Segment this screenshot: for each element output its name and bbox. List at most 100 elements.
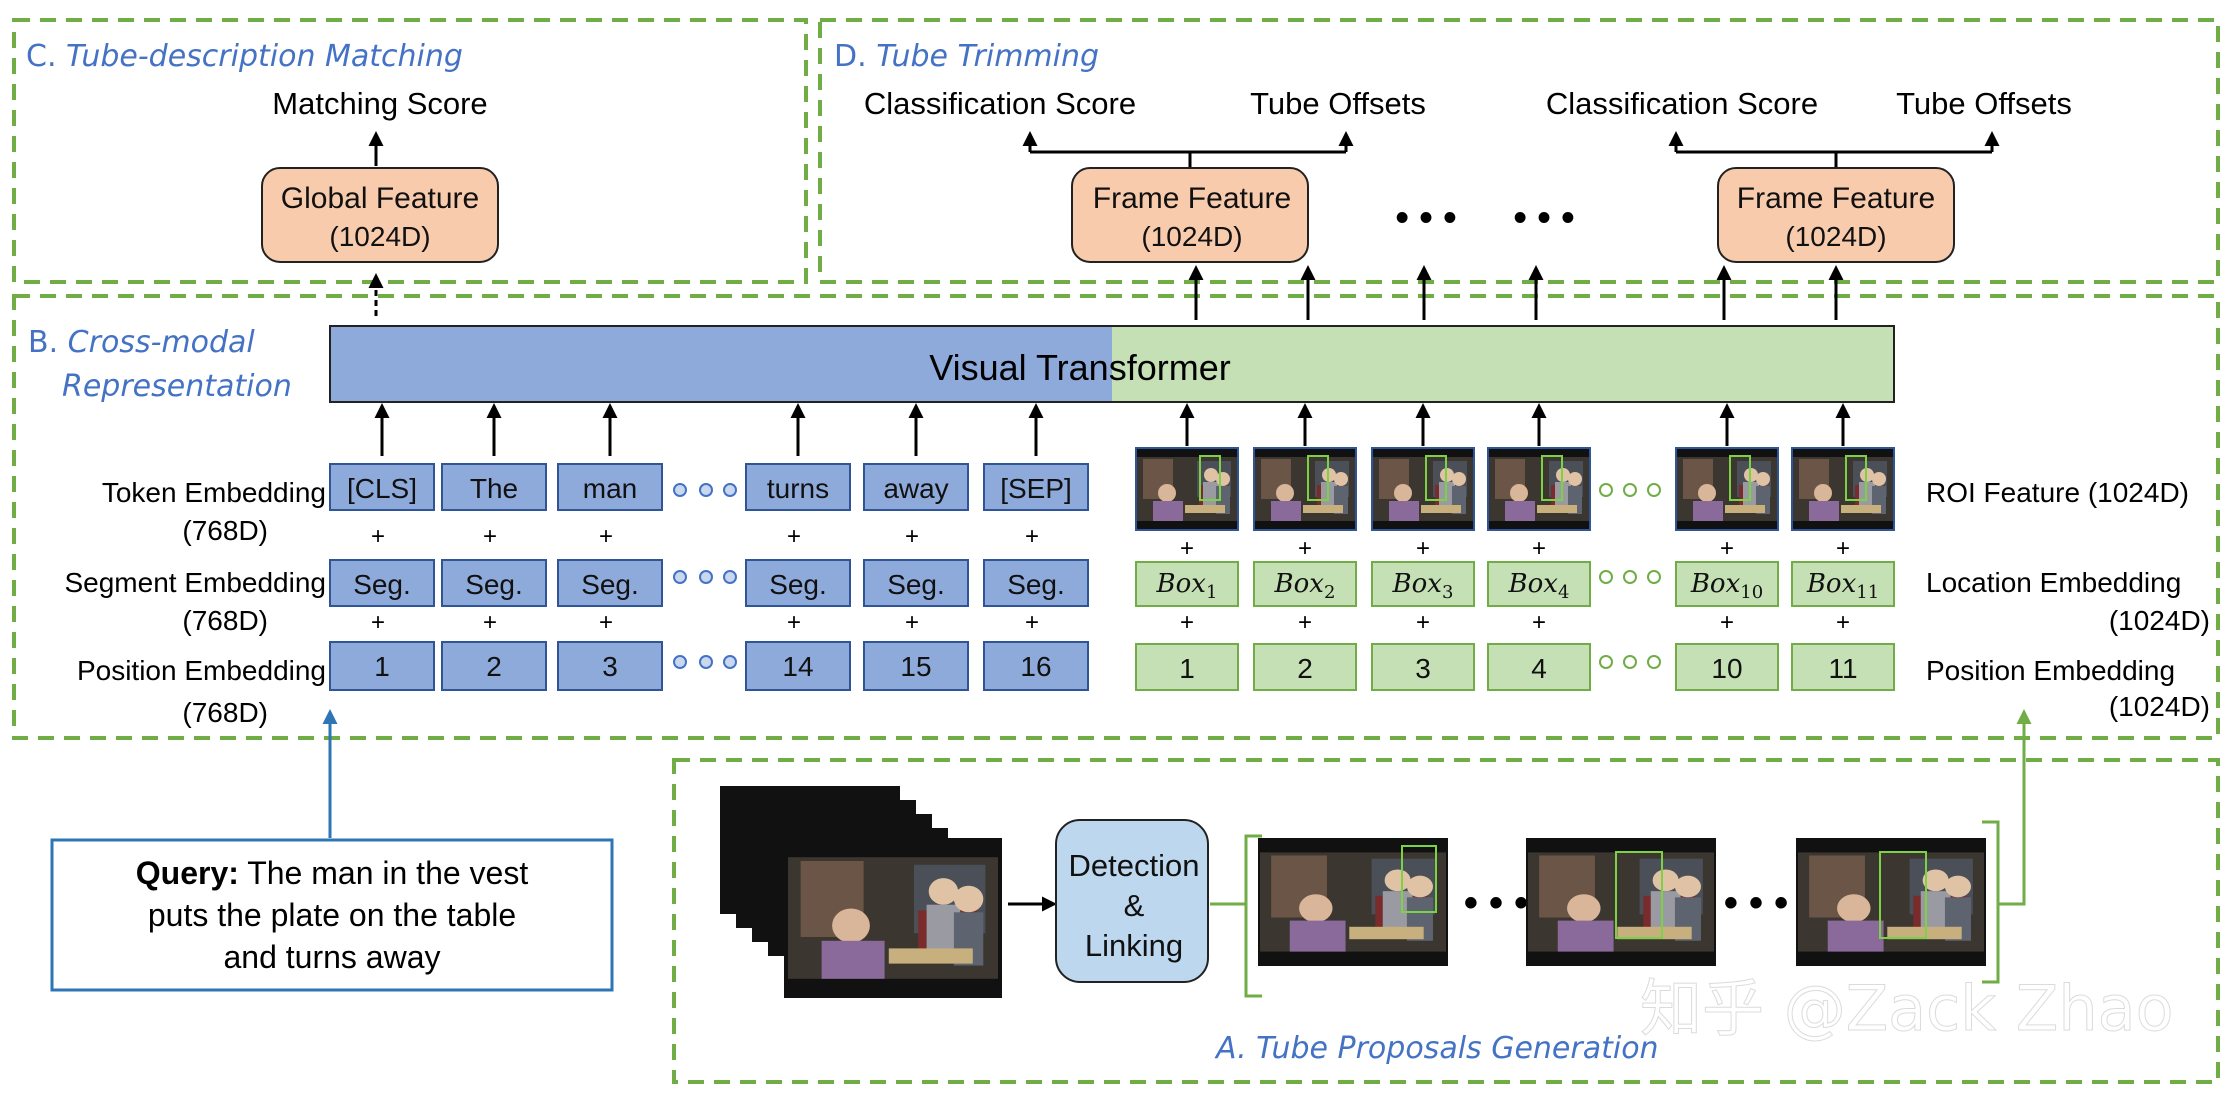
plus-sign: + [1298,535,1312,562]
location-box [1487,561,1591,607]
plus-sign: + [483,523,497,550]
roi-thumbnail [1253,447,1357,531]
position-box [329,641,435,691]
location-embedding-label: Location Embedding [1926,567,2181,598]
plus-sign: + [1180,609,1194,636]
frame-feature-label-2: Frame Feature [1737,182,1935,215]
position-embedding-visual-label: Position Embedding [1926,655,2175,686]
token-embedding-label: Token Embedding [102,477,326,508]
location-label: Box4 [1508,569,1570,603]
plus-sign: + [599,609,613,636]
position-label: 2 [486,651,502,682]
position-box [557,641,663,691]
segment-box [329,559,435,607]
token-box [329,463,435,511]
position-box [1371,643,1475,691]
roi-thumbnail [1371,447,1475,531]
visual-transformer-box [329,325,1895,403]
tube-frame-3 [1796,838,1986,966]
token-box [557,463,663,511]
global-feature-label: Global Feature [281,182,479,215]
token-box [745,463,851,511]
location-box [1675,561,1779,607]
detection-label: Detection [1069,848,1200,883]
segment-label: Seg. [769,569,827,600]
plus-sign: + [1720,535,1734,562]
plus-sign: + [1416,609,1430,636]
video-frames-stack [720,786,1002,998]
location-label: Box11 [1806,569,1879,603]
section-a-title: A. Tube Proposals Generation [1214,1031,1659,1066]
text-token-columns: [CLS]+Seg.+1The+Seg.+2man+Seg.+3turns+Se… [329,403,1089,691]
text-ellipsis-circles [673,483,737,669]
roi-thumbnail [1675,447,1779,531]
section-c-title: C. Tube-description Matching [26,39,463,74]
plus-sign: + [1416,535,1430,562]
ellipsis-d-1: • • • [1395,197,1456,239]
ellipsis-d-2: • • • [1513,197,1574,239]
position-box [1675,643,1779,691]
token-embedding-dim: (768D) [182,515,268,546]
frame-feature-label-1: Frame Feature [1093,182,1291,215]
token-label: away [883,473,948,504]
position-box [1487,643,1591,691]
token-box [441,463,547,511]
plus-sign: + [1298,609,1312,636]
token-label: [SEP] [1000,473,1072,504]
segment-embedding-label: Segment Embedding [64,567,326,598]
classification-score-label-1: Classification Score [864,86,1136,121]
tube-frame-2 [1526,838,1716,966]
plus-sign: + [1836,609,1850,636]
section-b-frame [12,294,2220,740]
tube-ellipsis-2: • • • [1724,881,1788,925]
tube-offsets-label-2: Tube Offsets [1896,86,2072,121]
roi-thumbnail [1135,447,1239,531]
location-label: Box3 [1392,569,1454,603]
segment-label: Seg. [887,569,945,600]
position-label: 4 [1531,653,1547,684]
position-label: 1 [374,651,390,682]
position-label: 10 [1711,653,1742,684]
frame-feature-2-branch [1668,131,2000,168]
section-b-title: B. Cross-modal [28,325,255,360]
segment-box [745,559,851,607]
position-label: 16 [1020,651,1051,682]
tube-left-bracket [1244,834,1262,998]
global-feature-dim: (1024D) [329,221,430,252]
position-box [1135,643,1239,691]
roi-feature-label: ROI Feature (1024D) [1926,477,2189,508]
token-label: turns [767,473,829,504]
tube-to-roi-arrow [1998,709,2032,906]
roi-thumbnail [1791,447,1895,531]
global-feature-box [261,167,499,263]
position-box [863,641,969,691]
section-a-frame [672,758,2220,1084]
segment-box [441,559,547,607]
frame-feature-box-2 [1717,167,1955,263]
position-box [441,641,547,691]
watermark: 知乎 @Zack Zhao [1640,972,2174,1045]
token-label: [CLS] [347,473,417,504]
token-label: The [470,473,518,504]
visual-ellipsis-circles [1599,483,1661,669]
segment-label: Seg. [465,569,523,600]
plus-sign: + [1180,535,1194,562]
segment-box [863,559,969,607]
location-label: Box10 [1690,569,1763,603]
segment-box [983,559,1089,607]
query-line3: and turns away [223,939,440,975]
location-box [1135,561,1239,607]
section-b-title-line2: Representation [62,369,292,404]
plus-sign: + [483,609,497,636]
token-box [983,463,1089,511]
position-box [745,641,851,691]
location-box [1371,561,1475,607]
plus-sign: + [787,523,801,550]
plus-sign: + [1025,523,1039,550]
frame-feature-1-branch [1022,131,1354,168]
tube-offsets-label-1: Tube Offsets [1250,86,1426,121]
position-label: 1 [1179,653,1195,684]
location-embedding-dim: (1024D) [2109,605,2210,636]
linking-label: Linking [1085,928,1183,963]
query-line2: puts the plate on the table [148,897,516,933]
